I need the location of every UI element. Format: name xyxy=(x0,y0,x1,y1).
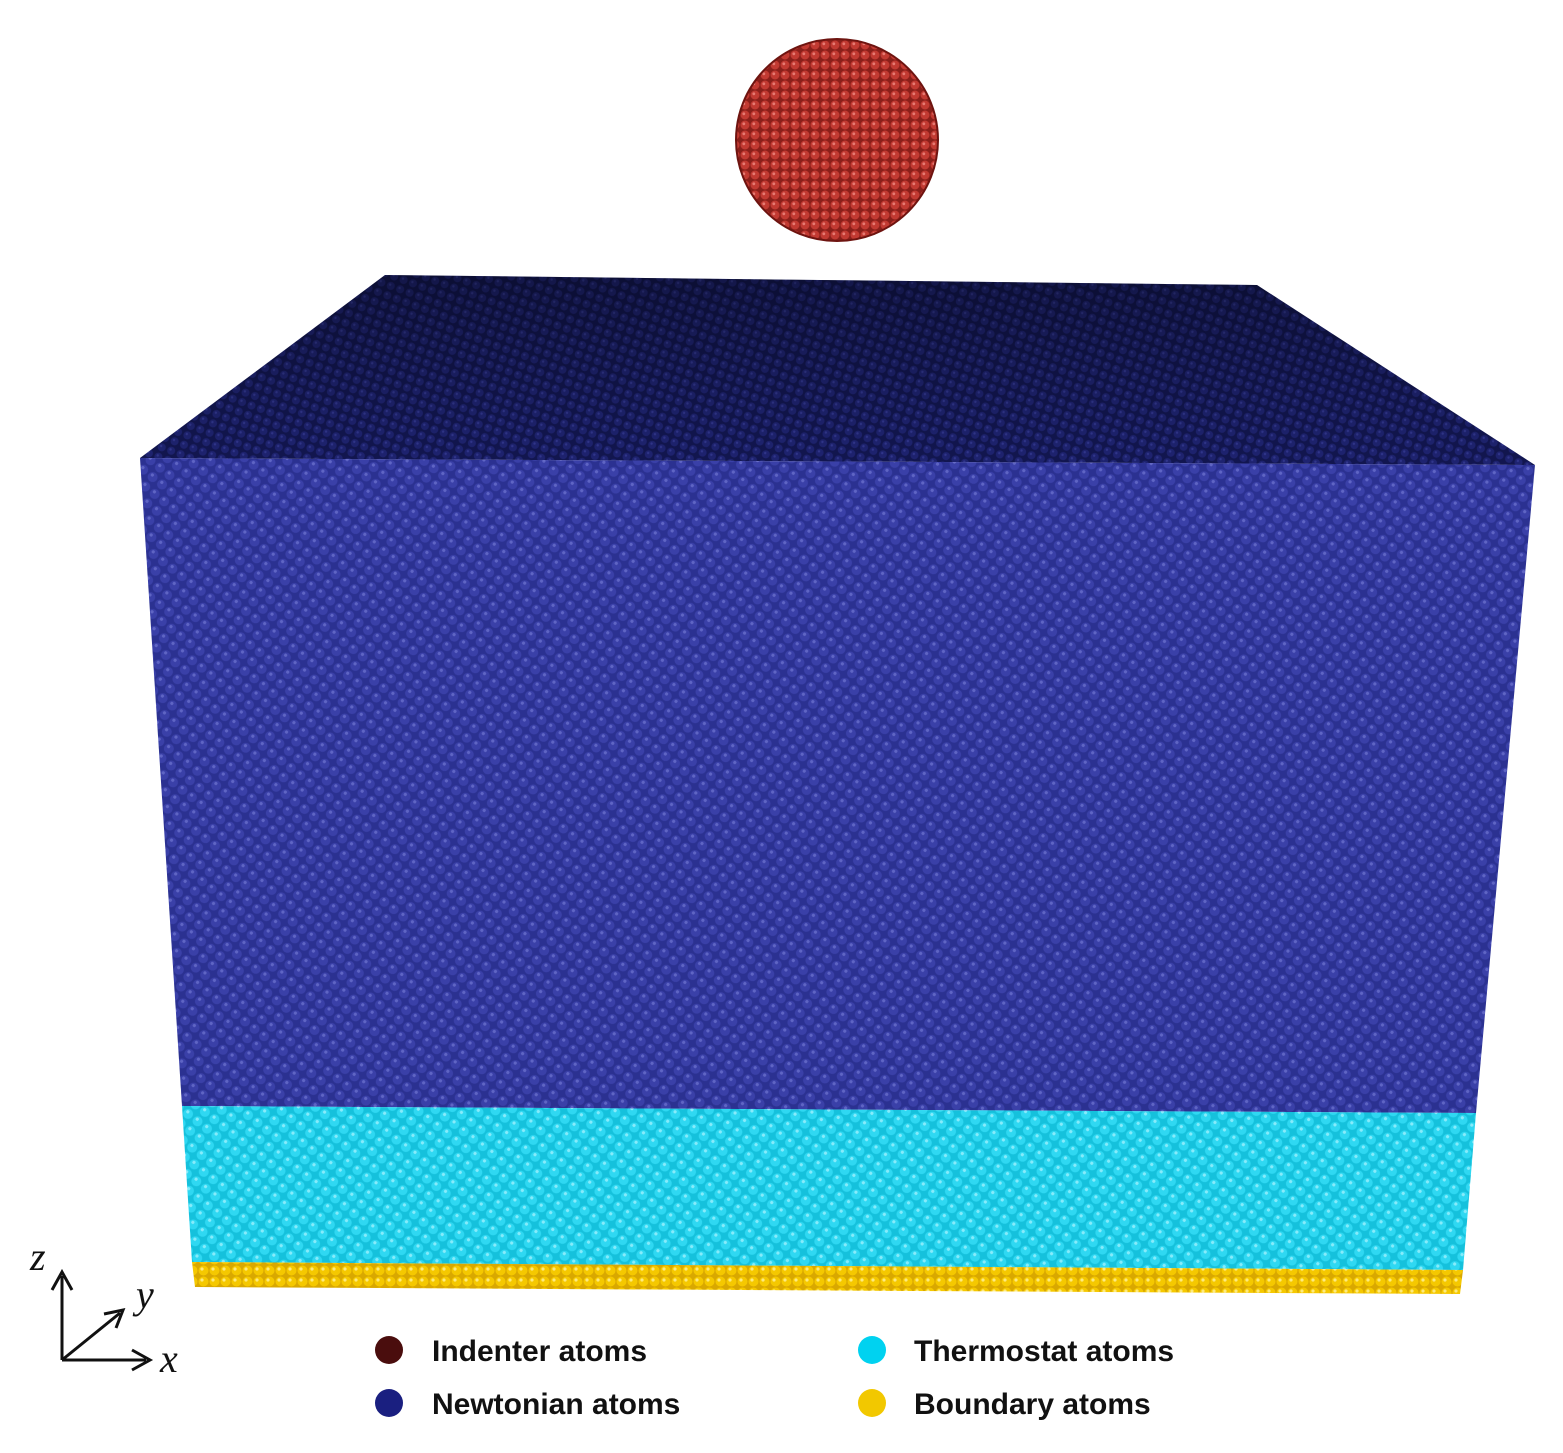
legend-label-thermostat: Thermostat atoms xyxy=(914,1335,1174,1368)
indenter-sphere xyxy=(735,38,939,242)
legend-marker-indenter xyxy=(375,1336,403,1364)
legend-item-indenter: Indenter atoms xyxy=(375,1335,647,1368)
substrate-block xyxy=(140,275,1535,1294)
x-axis-label: x xyxy=(159,1336,178,1381)
legend-label-indenter: Indenter atoms xyxy=(432,1335,647,1368)
newtonian-layer xyxy=(140,458,1535,1113)
legend-marker-boundary xyxy=(858,1389,886,1417)
thermostat-layer xyxy=(182,1106,1476,1270)
y-axis-label: y xyxy=(132,1272,154,1317)
legend-marker-thermostat xyxy=(858,1336,886,1364)
coordinate-axes: z y x xyxy=(29,1234,178,1381)
legend-item-thermostat: Thermostat atoms xyxy=(858,1335,1174,1368)
legend-label-boundary: Boundary atoms xyxy=(914,1388,1151,1421)
legend-marker-newtonian xyxy=(375,1389,403,1417)
legend-item-newtonian: Newtonian atoms xyxy=(375,1388,680,1421)
legend-label-newtonian: Newtonian atoms xyxy=(432,1388,680,1421)
legend-item-boundary: Boundary atoms xyxy=(858,1388,1151,1421)
z-axis-label: z xyxy=(29,1234,46,1279)
boundary-layer xyxy=(192,1262,1463,1294)
legend: Indenter atoms Newtonian atoms Thermosta… xyxy=(375,1335,1174,1421)
